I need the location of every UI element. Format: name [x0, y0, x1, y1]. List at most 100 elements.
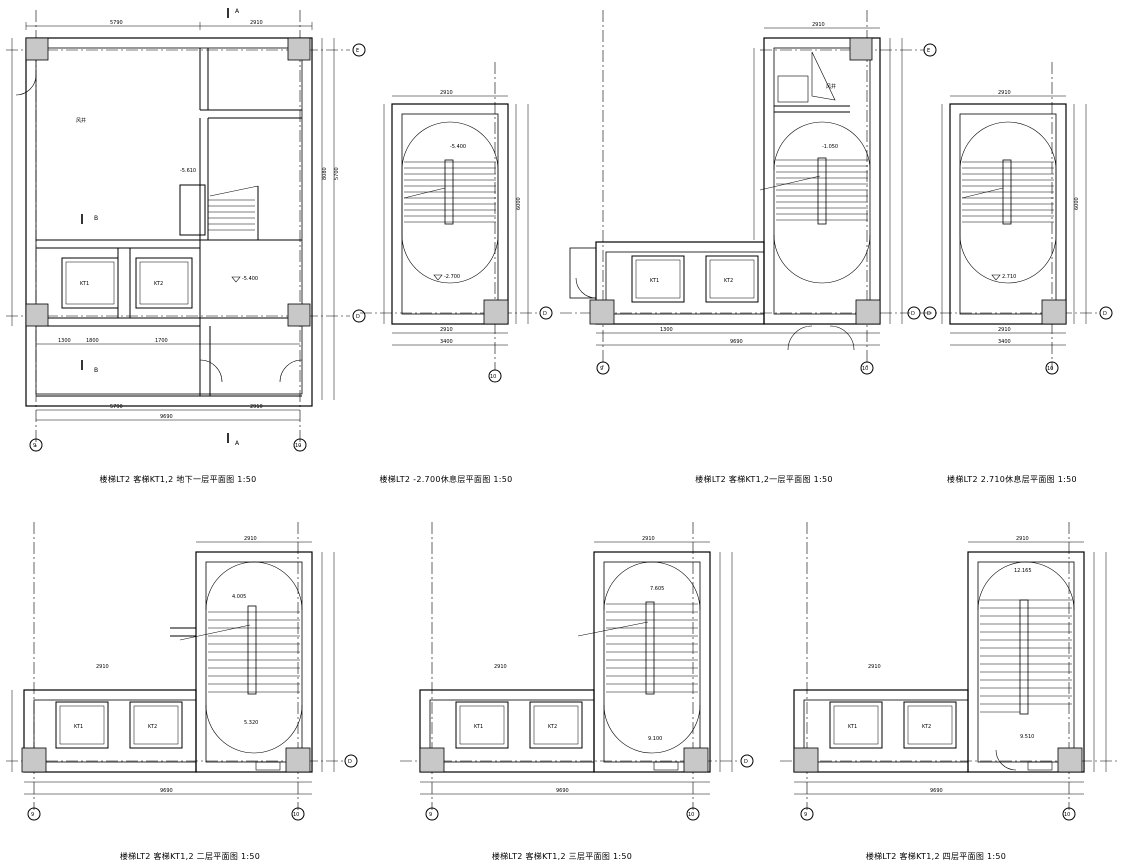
- p3-axis-e: E: [927, 48, 930, 54]
- axis-d-label: D: [356, 314, 360, 320]
- plan-landing-2710-text: 10 D D 2910 2910 3400 2.710 6000: [927, 90, 1107, 372]
- plan-first-floor: [560, 10, 937, 375]
- p7-axis-10: 10: [1064, 812, 1070, 818]
- section-a-top: A: [235, 8, 240, 15]
- p5-kt2: KT2: [148, 724, 157, 730]
- p6-kt2: KT2: [548, 724, 557, 730]
- dim-bottom-2: 2910: [250, 404, 263, 410]
- caption-basement: 楼梯LT2 客梯KT1,2 地下一层平面图 1:50: [99, 475, 257, 484]
- p2-dim-bottom2: 3400: [440, 339, 453, 345]
- p3-dim-top: 2910: [812, 22, 825, 28]
- p5-level: 4.005: [232, 594, 246, 600]
- p6-dim-bottom: 9690: [556, 788, 569, 794]
- plan-second-floor-text: 9 10 D KT1 KT2 2910 9690 2910 4.005 5.32…: [31, 536, 352, 818]
- p4-axis-d: D: [1103, 311, 1107, 317]
- p3-dim-bottom-a: 1300: [660, 327, 673, 333]
- axis-10-label: 10: [295, 443, 301, 449]
- p4-axis-d2: D: [927, 311, 931, 317]
- p3-axis-10: 10: [862, 366, 868, 372]
- p5-dim-mid: 2910: [96, 664, 109, 670]
- elev-kt1: KT1: [80, 281, 89, 287]
- p3-axis-d: D: [911, 311, 915, 317]
- room-label: 风井: [76, 117, 86, 124]
- p2-level-top: -5.400: [450, 144, 466, 150]
- caption-landing-2710: 楼梯LT2 2.710休息层平面图 1:50: [947, 475, 1077, 484]
- p3-axis-9: 9: [600, 366, 603, 372]
- p7-level-b: 9.510: [1020, 734, 1034, 740]
- p4-right-dim: 6000: [1074, 197, 1080, 210]
- p7-level: 12.165: [1014, 568, 1032, 574]
- dim-bottom-total: 9690: [160, 414, 173, 420]
- plan-first-floor-text: 9 10 E D KT1 KT2 2910 9690 1300 -1.050 风…: [600, 22, 930, 372]
- dim-top-1: 5790: [110, 20, 123, 26]
- section-a-bottom: A: [235, 440, 240, 447]
- caption-first-floor: 楼梯LT2 客梯KT1,2一层平面图 1:50: [695, 475, 833, 484]
- plan-basement: [6, 8, 366, 452]
- p7-dim-mid: 2910: [868, 664, 881, 670]
- p3-kt1: KT1: [650, 278, 659, 284]
- p7-dim-bottom: 9690: [930, 788, 943, 794]
- p7-kt2: KT2: [922, 724, 931, 730]
- caption-fourth-floor: 楼梯LT2 客梯KT1,2 四层平面图 1:50: [865, 852, 1007, 861]
- p5-dim-top: 2910: [244, 536, 257, 542]
- axis-e-label: E: [356, 48, 359, 54]
- p2-dim-bottom: 2910: [440, 327, 453, 333]
- p3-level: -1.050: [822, 144, 838, 150]
- p2-axis-10: 10: [490, 374, 496, 380]
- dim-corr-1: 1300: [58, 338, 71, 344]
- p2-level: -2.700: [444, 274, 460, 280]
- dim-corr-3: 1700: [155, 338, 168, 344]
- p3-room: 风井: [826, 83, 836, 90]
- p2-axis-d: D: [543, 311, 547, 317]
- p5-axis-9: 9: [31, 812, 34, 818]
- p6-dim-mid: 2910: [494, 664, 507, 670]
- level-2: -5.610: [180, 168, 196, 174]
- plan-landing-neg2700: [360, 62, 553, 383]
- plan-fourth-floor: [780, 522, 1120, 821]
- right-dim-2: 5700: [334, 167, 340, 180]
- p6-dim-top: 2910: [642, 536, 655, 542]
- p6-axis-10: 10: [688, 812, 694, 818]
- level-1: -5.400: [242, 276, 258, 282]
- p4-axis-10: 10: [1047, 366, 1053, 372]
- dim-bottom-1: 5790: [110, 404, 123, 410]
- p7-dim-top: 2910: [1016, 536, 1029, 542]
- elev-kt2: KT2: [154, 281, 163, 287]
- dim-corr-2: 1800: [86, 338, 99, 344]
- p7-kt1: KT1: [848, 724, 857, 730]
- p5-axis-d: D: [348, 759, 352, 765]
- caption-third-floor: 楼梯LT2 客梯KT1,2 三层平面图 1:50: [491, 852, 633, 861]
- plan-basement-text: 9 10 E D A A B B 5790 2910 5790 2910 969…: [33, 8, 360, 449]
- plan-second-floor: [6, 522, 358, 821]
- p5-dim-bottom: 9690: [160, 788, 173, 794]
- caption-second-floor: 楼梯LT2 客梯KT1,2 二层平面图 1:50: [119, 852, 261, 861]
- section-b-top: B: [94, 215, 98, 222]
- p5-axis-10: 10: [293, 812, 299, 818]
- plan-third-floor-text: 9 10 D KT1 KT2 2910 9690 2910 7.605 9.10…: [429, 536, 748, 818]
- p4-dim-top: 2910: [998, 90, 1011, 96]
- p3-kt2: KT2: [724, 278, 733, 284]
- p2-dim-top: 2910: [440, 90, 453, 96]
- plan-landing-neg2700-text: 10 D 2910 2910 3400 -2.700 -5.400 6000: [440, 90, 547, 380]
- caption-landing-neg2700: 楼梯LT2 -2.700休息层平面图 1:50: [379, 475, 513, 484]
- plan-fourth-floor-text: 9 10 KT1 KT2 2910 9690 2910 12.165 9.510: [804, 536, 1070, 818]
- p6-axis-d: D: [744, 759, 748, 765]
- p3-dim-bottom: 9690: [730, 339, 743, 345]
- p5-level-b: 5.320: [244, 720, 258, 726]
- right-dim: 8080: [322, 167, 328, 180]
- p7-axis-9: 9: [804, 812, 807, 818]
- axis-9-label: 9: [33, 443, 36, 449]
- p6-level-b: 9.100: [648, 736, 662, 742]
- p5-kt1: KT1: [74, 724, 83, 730]
- p6-kt1: KT1: [474, 724, 483, 730]
- p4-level: 2.710: [1002, 274, 1016, 280]
- p4-dim-bottom2: 3400: [998, 339, 1011, 345]
- section-b-bottom: B: [94, 367, 98, 374]
- plan-third-floor: [400, 522, 754, 821]
- p4-dim-bottom: 2910: [998, 327, 1011, 333]
- plan-landing-2710: [920, 62, 1113, 375]
- p6-level: 7.605: [650, 586, 664, 592]
- p6-axis-9: 9: [429, 812, 432, 818]
- p2-right-dim: 6000: [516, 197, 522, 210]
